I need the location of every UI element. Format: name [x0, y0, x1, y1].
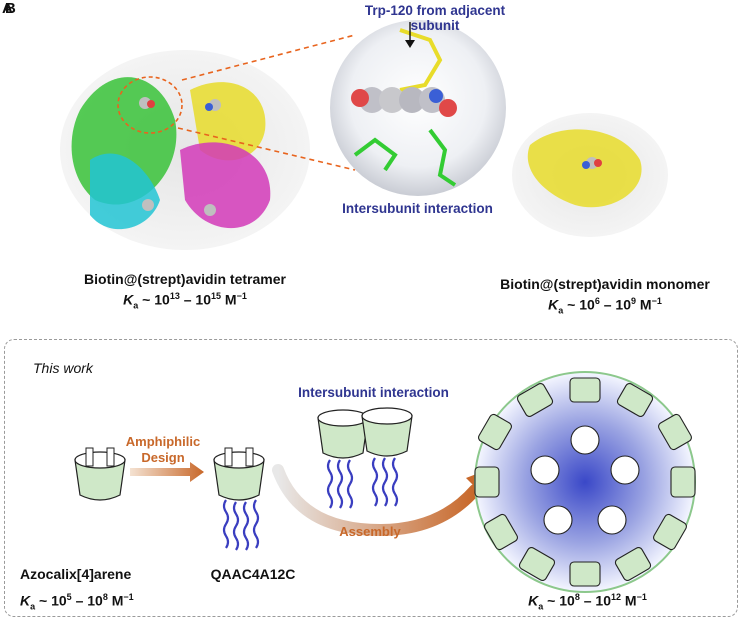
amphiphilic-design-label: Amphiphilic Design [125, 434, 201, 465]
micelle-assembly [474, 371, 696, 593]
azocalixarene-label: Azocalix[4]arene [20, 566, 132, 582]
qaac-amphiphile [213, 447, 265, 551]
monomer-label: Biotin@(strept)avidin monomer [500, 276, 710, 292]
this-work-label: This work [33, 360, 93, 376]
assembly-ka: Ka ~ 108 – 1012 M−1 [528, 592, 647, 612]
qaac-label: QAAC4A12C [210, 566, 296, 582]
tetramer-ka: Ka ~ 1013 – 1015 M−1 [123, 291, 247, 311]
monomer-protein [512, 113, 668, 237]
amphiphilic-arrow [130, 462, 204, 482]
intersubunit-label: Intersubunit interaction [298, 385, 449, 400]
assembly-label: Assembly [339, 524, 401, 539]
panel-label-a: A [2, 0, 13, 17]
this-work-box [4, 339, 738, 617]
callout-intersubunit: Intersubunit interaction [342, 201, 493, 216]
callout-trp120: Trp-120 from adjacent subunit [364, 3, 506, 33]
azocalixarene-cup [74, 447, 126, 501]
qaac-dimer [317, 407, 413, 509]
zoom-sphere [330, 20, 506, 196]
tetramer-protein [60, 50, 310, 250]
azocalixarene-ka: Ka ~ 105 – 108 M−1 [20, 592, 134, 612]
assembly-arrow [272, 464, 481, 537]
monomer-ka: Ka ~ 106 – 109 M−1 [548, 296, 662, 316]
tetramer-label: Biotin@(strept)avidin tetramer [84, 271, 286, 287]
panel-label-b: B [5, 0, 16, 17]
